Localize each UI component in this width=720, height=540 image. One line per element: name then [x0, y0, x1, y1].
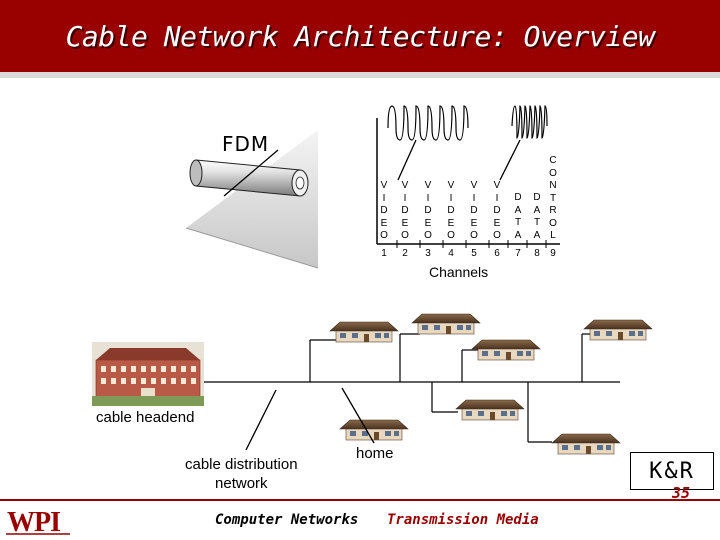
channel-number: 4	[448, 248, 454, 259]
channel-letter: I	[426, 192, 430, 204]
channel-letter: E	[401, 217, 409, 229]
channel-letter: I	[403, 192, 407, 204]
house-icon-2	[411, 313, 481, 335]
channel-letter: E	[424, 217, 432, 229]
channel-letter: V	[447, 180, 455, 191]
channel-letter: R	[549, 205, 557, 216]
channel-letter: V	[401, 180, 409, 191]
channel-letter: V	[493, 180, 501, 191]
coax-cable-icon	[189, 159, 309, 197]
channel-letter: A	[514, 229, 522, 241]
house-icon-4	[583, 319, 653, 341]
channel-letter: D	[470, 205, 478, 216]
footer-divider	[0, 499, 720, 501]
distribution-lines	[140, 333, 620, 443]
channel-letter: V	[470, 180, 478, 191]
home-label: home	[356, 445, 394, 462]
channel-letter: O	[549, 217, 557, 229]
channel-letter: I	[382, 192, 386, 204]
channel-letter: N	[549, 180, 557, 191]
distribution-pointer	[245, 389, 277, 451]
distribution-label-line2: network	[215, 475, 268, 492]
channel-letter: D	[447, 205, 455, 216]
channel-ticks	[396, 240, 547, 248]
house-icon-5	[455, 399, 525, 421]
channel-letter: D	[424, 205, 432, 216]
channel-letter: D	[493, 205, 501, 216]
house-icon-1	[329, 321, 399, 343]
channel-number: 5	[471, 248, 477, 259]
title-bar	[0, 0, 720, 78]
channel-letter: E	[470, 217, 478, 229]
channel-letter: I	[449, 192, 453, 204]
channel-number: 1	[381, 248, 387, 259]
headend-building-icon	[92, 342, 204, 406]
channel-letter: T	[549, 192, 557, 204]
footer-course: Computer Networks	[215, 512, 359, 528]
house-icon-7	[551, 433, 621, 455]
channel-letter: D	[514, 192, 522, 203]
channel-letter: E	[493, 217, 501, 229]
channel-letter: L	[550, 230, 556, 241]
wpi-logo: WPI	[4, 503, 72, 538]
channel-letter: O	[493, 230, 501, 241]
footer-topic: Transmission Media	[387, 512, 539, 528]
kr-badge: K&R	[630, 452, 714, 490]
page-number: 35	[672, 484, 691, 502]
svg-text:WPI: WPI	[7, 507, 60, 538]
channel-letter: O	[549, 167, 557, 179]
slide-title: Cable Network Architecture: Overview	[65, 20, 655, 53]
headend-label: cable headend	[96, 409, 195, 426]
distribution-network-label: cable distribution network	[185, 455, 298, 493]
channel-number: 3	[425, 248, 431, 259]
house-icon-3	[471, 339, 541, 361]
channel-letter: V	[380, 180, 388, 191]
distribution-label-line1: cable distribution	[185, 456, 298, 473]
channel-letter: V	[424, 180, 432, 191]
channel-number: 6	[494, 248, 500, 259]
channel-letter: T	[533, 217, 541, 228]
high-frequency-wave-icon	[511, 105, 548, 139]
channel-letter: I	[472, 192, 476, 204]
channel-letter: O	[424, 230, 432, 241]
home-pointer	[341, 387, 375, 444]
channel-number: 7	[515, 248, 521, 259]
channel-number: 9	[550, 248, 556, 259]
channel-letter: I	[495, 192, 499, 204]
channel-letter: O	[401, 230, 409, 241]
channel-letter: E	[447, 217, 455, 229]
channel-letter: C	[549, 155, 557, 166]
channel-letter: E	[380, 217, 388, 229]
channel-letter: A	[533, 229, 541, 241]
channel-number: 2	[402, 248, 408, 259]
channel-letter: A	[533, 204, 541, 216]
channel-letter: O	[470, 230, 478, 241]
house-icon-6	[339, 419, 409, 441]
channel-letter: O	[447, 230, 455, 241]
channel-letter: D	[401, 205, 409, 216]
fdm-label: FDM	[222, 132, 270, 156]
channels-caption: Channels	[429, 264, 489, 280]
channel-number: 8	[534, 248, 540, 259]
channel-letter: O	[380, 230, 388, 241]
channel-letter: D	[380, 205, 388, 216]
channel-letter: A	[514, 204, 522, 216]
channel-letter: D	[533, 192, 541, 203]
low-frequency-wave-icon	[387, 105, 469, 141]
magnifier-cone	[186, 130, 318, 268]
channel-letter: T	[514, 217, 522, 228]
